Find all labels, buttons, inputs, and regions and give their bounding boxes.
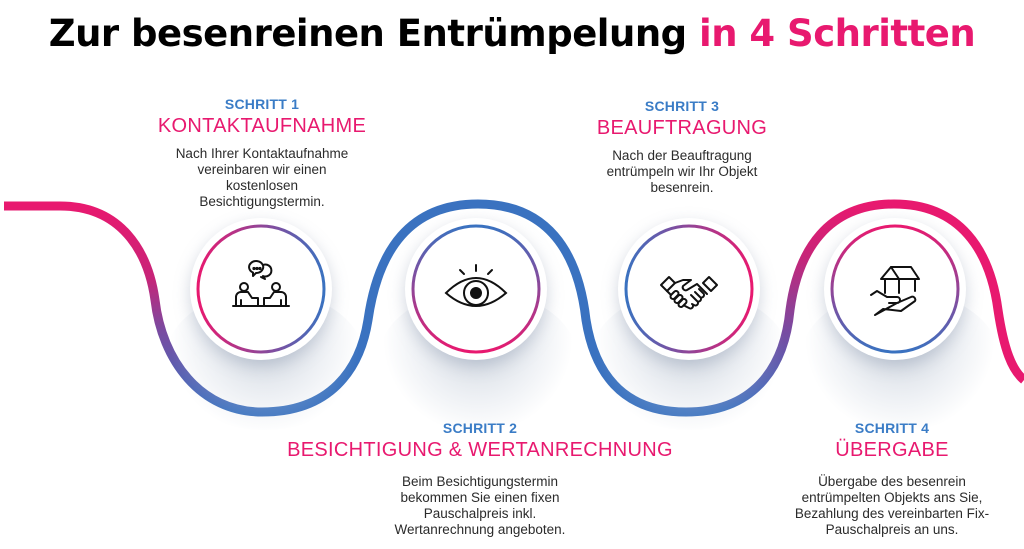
- step-4-desc-line: entrümpelten Objekts ans Sie,: [801, 490, 983, 505]
- eye-icon: [444, 264, 508, 307]
- step-3-number: SCHRITT 3: [644, 98, 720, 114]
- step-4-description: Übergabe des besenrein entrümpelten Obje…: [764, 474, 1020, 538]
- step-3-description: Nach der Beauftragung entrümpeln wir Ihr…: [560, 148, 804, 196]
- step-3-icon-circle: [618, 218, 760, 360]
- step-1-desc-line: Besichtigungstermin.: [199, 194, 325, 209]
- step-1-desc-line: kostenlosen: [225, 178, 299, 193]
- step-2-description: Beim Besichtigungstermin bekommen Sie ei…: [270, 474, 690, 538]
- step-4-desc-line: Bezahlung des vereinbarten Fix-: [794, 506, 990, 521]
- step-2-desc-line: Beim Besichtigungstermin: [401, 474, 559, 489]
- step-1-number: SCHRITT 1: [224, 96, 300, 112]
- step-2: SCHRITT 2 BESICHTIGUNG & WERTANRECHNUNG …: [270, 420, 690, 538]
- step-2-ring: [411, 224, 541, 354]
- step-2-desc-line: Pauschalpreis inkl.: [423, 506, 537, 521]
- step-2-desc-line: bekommen Sie einen fixen: [400, 490, 560, 505]
- title-accent: in 4 Schritten: [699, 12, 976, 55]
- step-4-number: SCHRITT 4: [854, 420, 930, 436]
- step-4-ring: [830, 224, 960, 354]
- handshake-icon: [660, 276, 718, 310]
- step-1-desc-line: Nach Ihrer Kontaktaufnahme: [175, 146, 349, 161]
- step-3-ring: [624, 224, 754, 354]
- step-4-desc-line: Pauschalpreis an uns.: [825, 522, 959, 537]
- step-1-ring: [196, 224, 326, 354]
- step-1-description: Nach Ihrer Kontaktaufnahme vereinbaren w…: [130, 146, 394, 210]
- step-3-desc-line: Nach der Beauftragung: [612, 148, 752, 163]
- step-4-desc-line: Übergabe des besenrein: [818, 474, 966, 489]
- step-1: SCHRITT 1 KONTAKTAUFNAHME Nach Ihrer Kon…: [130, 96, 394, 210]
- step-2-desc-line: Wertanrechnung angeboten.: [394, 522, 566, 537]
- house-in-hand-icon: [870, 266, 920, 316]
- step-2-icon-circle: [405, 218, 547, 360]
- step-4-heading: ÜBERGABE: [835, 439, 949, 461]
- step-2-heading: BESICHTIGUNG & WERTANRECHNUNG: [287, 439, 673, 461]
- page-title: Zur besenreinen Entrümpelung in 4 Schrit…: [0, 12, 1024, 55]
- step-3-desc-line: entrümpeln wir Ihr Objekt: [606, 164, 758, 179]
- step-3-desc-line: besenrein.: [650, 180, 714, 195]
- step-4-icon-circle: [824, 218, 966, 360]
- step-1-desc-line: vereinbaren wir einen: [197, 162, 327, 177]
- step-1-heading: KONTAKTAUFNAHME: [157, 115, 367, 137]
- step-3: SCHRITT 3 BEAUFTRAGUNG Nach der Beauftra…: [560, 98, 804, 196]
- conversation-meeting-icon: [232, 260, 290, 307]
- step-2-number: SCHRITT 2: [442, 420, 518, 436]
- step-4: SCHRITT 4 ÜBERGABE Übergabe des besenrei…: [764, 420, 1020, 538]
- title-main: Zur besenreinen Entrümpelung: [48, 12, 700, 55]
- step-1-icon-circle: [190, 218, 332, 360]
- step-3-heading: BEAUFTRAGUNG: [596, 117, 768, 139]
